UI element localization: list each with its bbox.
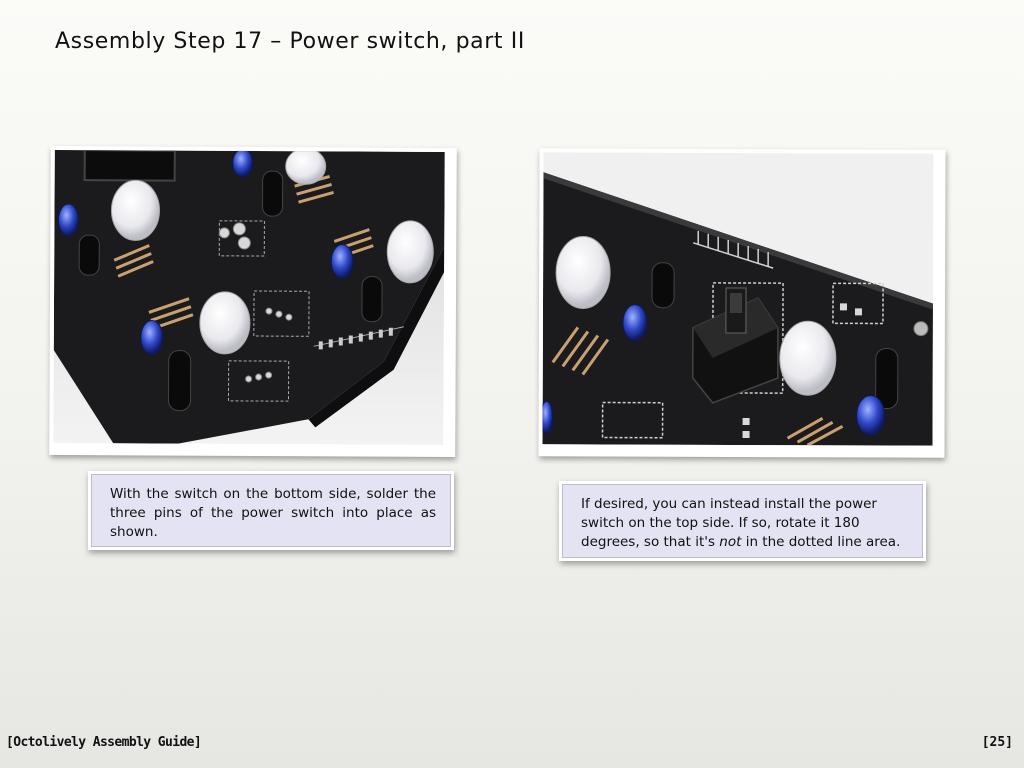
caption-bottom-side: With the switch on the bottom side, sold… xyxy=(91,474,451,547)
pcb-top-side-image xyxy=(542,152,934,446)
power-switch xyxy=(691,287,779,404)
caption-text-part1: If desired, you can instead install the … xyxy=(581,496,877,550)
photo-top-side xyxy=(538,148,946,458)
footer-page-number: [25] xyxy=(981,735,1013,750)
pcb-bottom-side-image xyxy=(53,149,445,445)
photo-bottom-side xyxy=(49,145,457,458)
caption-text-part2: in the dotted line area. xyxy=(741,534,901,550)
page-title: Assembly Step 17 – Power switch, part II xyxy=(55,29,525,54)
footer-guide-name: [Octolively Assembly Guide] xyxy=(6,735,202,750)
caption-top-side: If desired, you can instead install the … xyxy=(562,484,923,558)
caption-text: If desired, you can instead install the … xyxy=(581,495,908,552)
caption-text: With the switch on the bottom side, sold… xyxy=(110,486,436,540)
caption-emphasis: not xyxy=(719,534,742,550)
